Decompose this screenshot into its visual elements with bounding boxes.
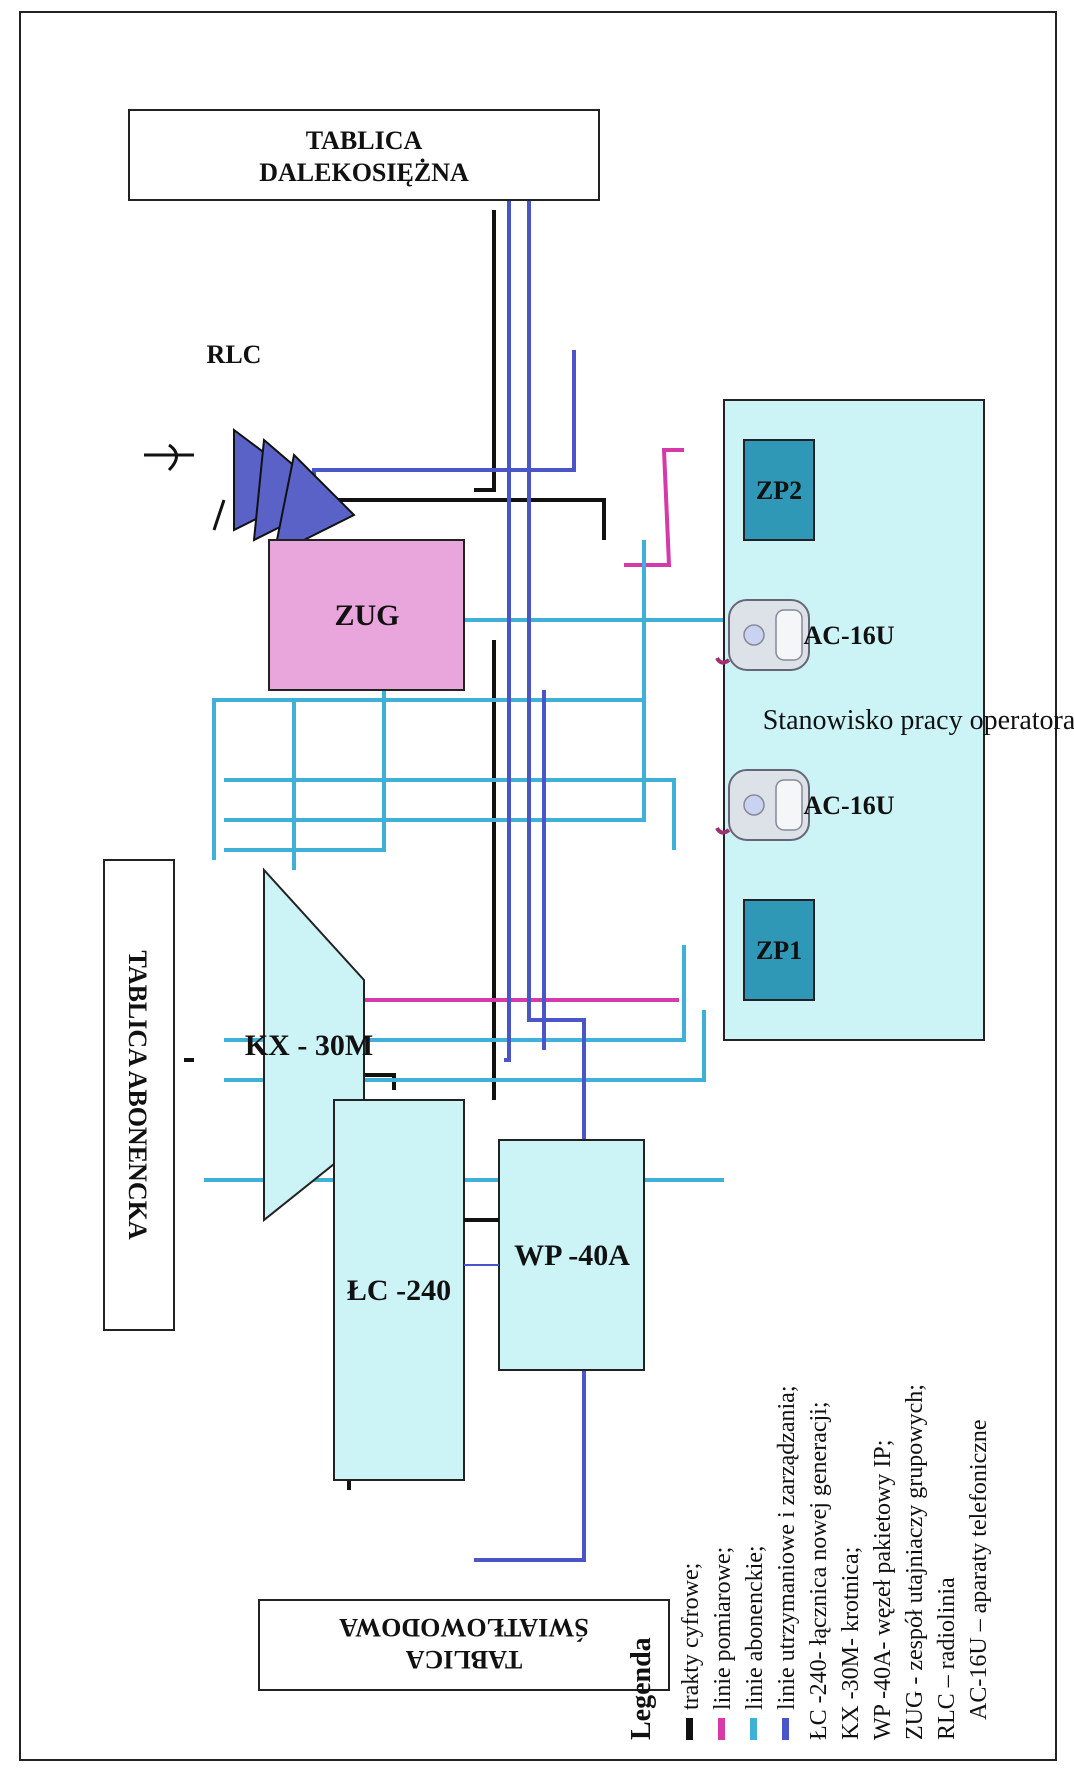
telephone-icon [715,599,810,671]
legend-definition: WP -40A- węzeł pakietowy IP; [870,1440,896,1740]
legend: Legenda [626,1637,657,1740]
legend-items: trakty cyfrowe;linie pomiarowe;linie abo… [678,1384,992,1740]
subscriber-line [224,540,646,822]
operator-station-box [723,399,985,1041]
management-line [504,185,511,1062]
lc240-box [333,1099,465,1481]
tablica-dalekosiezna: TABLICA DALEKOSIĘŻNA [128,109,600,201]
tablica-dalekosiezna-box [128,109,600,201]
wp40a-box [498,1139,645,1371]
wp40a-unit: WP -40A [464,1139,645,1371]
antenna-icon [272,452,356,557]
legend-item-text: linie abonenckie; [742,1545,768,1710]
subscriber-line [224,778,676,850]
legend-item-text: linie pomiarowe; [710,1547,736,1710]
zp2-label: ZP2 [756,476,802,505]
digital-line [474,210,496,492]
zp2-box [743,439,815,541]
tablica-swiatlowodowa-line2: ŚWIATŁOWODOWA [339,1613,589,1642]
tablica-dalekosiezna-line2: DALEKOSIĘŻNA [259,158,469,187]
legend-swatch [782,1718,789,1740]
subscriber-line [224,1010,706,1082]
measurement-line [624,448,684,567]
legend-title: Legenda [626,1637,657,1740]
rlc-label: RLC [207,340,262,369]
phone1-label: AC-16U [804,791,895,820]
tablica-dalekosiezna-line1: TABLICA [306,126,423,155]
legend-item-text: trakty cyfrowe; [678,1563,704,1710]
tablica-swiatlowodowa-line1: TABLICA [406,1645,523,1674]
subscriber-line [224,945,686,1042]
legend-swatch [686,1718,693,1740]
subscriber-line [224,618,724,852]
tablica-abonencka-label: TABLICA ABONENCKA [123,950,152,1239]
operator-station-label: Stanowisko pracy operatora [763,705,1074,736]
kx30m-label: KX - 30M [245,1029,373,1062]
phone2-label: AC-16U [804,621,895,650]
digital-line [364,1073,396,1090]
zp1-box [743,899,815,1001]
lc240-label: ŁC -240 [347,1274,451,1307]
zug-unit: ZUG [268,539,465,691]
operator-station: ZP2 ZP1 AC-16U [715,399,1074,1041]
legend-swatch [750,1718,757,1740]
legend-definition: KX -30M- krotnica; [838,1547,864,1740]
legend-item-text: linie utrzymaniowe i zarządzania; [774,1385,800,1710]
management-line [474,180,586,1562]
legend-definition: ŁC -240- łącznica nowej generacji; [806,1401,832,1740]
tablica-swiatlowodowa: TABLICA ŚWIATŁOWODOWA [258,1599,670,1691]
wp40a-label: WP -40A [514,1239,630,1272]
tablica-abonencka: TABLICA ABONENCKA [103,859,175,1331]
tablica-abonencka-box [103,859,175,1331]
rotated-diagram: TABLICA DALEKOSIĘŻNA TABLICA ABONENCKA T… [103,109,1074,1691]
legend-swatch [718,1718,725,1740]
lc240-unit: ŁC -240 [333,1099,465,1481]
legend-definition: RLC – radiolinia [934,1577,960,1740]
tablica-swiatlowodowa-box [258,1599,670,1691]
legend-definition: AC-16U – aparaty telefoniczne [966,1419,992,1720]
zug-label: ZUG [334,599,399,632]
antenna-mast [212,499,226,531]
rlc-antenna: RLC [144,340,356,557]
telephone-icon [715,769,810,841]
subscriber-line [212,698,294,860]
legend-definition: ZUG - zespół utajniaczy grupowych; [902,1384,928,1740]
zp1-label: ZP1 [756,936,802,965]
zug-box [268,539,465,691]
